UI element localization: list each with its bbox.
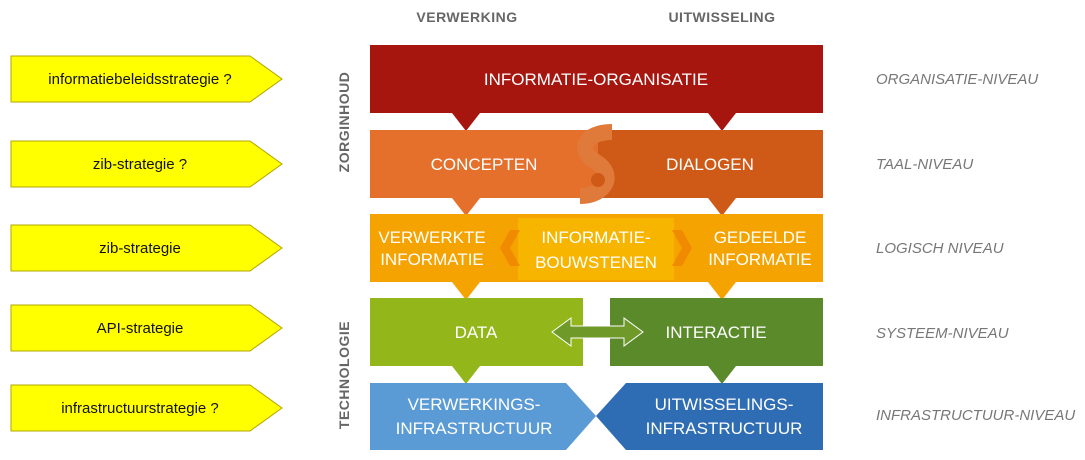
box-data	[370, 298, 583, 366]
arrow-down-organisatie-left	[452, 113, 480, 131]
chevron-left-icon	[500, 230, 520, 266]
arrow-down-verwerkte	[452, 282, 480, 300]
column-header-uitwisseling: UITWISSELING	[668, 9, 775, 25]
arrow-down-interactie	[708, 366, 736, 384]
arrow-down-organisatie-right	[708, 113, 736, 131]
label-informatie-organisatie: INFORMATIE-ORGANISATIE	[484, 70, 708, 89]
arrow-down-dialogen	[708, 198, 736, 216]
strategy-arrow-infrastructuur	[10, 384, 283, 432]
arrow-down-gedeelde	[708, 282, 736, 300]
label-dialogen: DIALOGEN	[666, 155, 754, 174]
box-concepten	[370, 130, 598, 198]
swirl-dot	[591, 173, 605, 187]
label-bouwstenen-2: BOUWSTENEN	[535, 253, 657, 272]
column-header-verwerking: VERWERKING	[416, 9, 517, 25]
arrow-down-concepten	[452, 198, 480, 216]
box-informatie-bouwstenen	[518, 218, 674, 280]
box-uitwisselings-infrastructuur	[596, 383, 823, 450]
level-label-infrastructuur: INFRASTRUCTUUR-NIVEAU	[876, 407, 1075, 424]
level-label-taal: TAAL-NIVEAU	[876, 156, 973, 173]
label-bouwstenen-1: INFORMATIE-	[541, 228, 650, 247]
arrow-down-data	[452, 366, 480, 384]
label-verwerkte-2: INFORMATIE	[380, 250, 484, 269]
label-data: DATA	[455, 323, 498, 342]
strategy-label-api: API-strategie	[97, 320, 184, 337]
label-concepten: CONCEPTEN	[431, 155, 538, 174]
label-verwerkings-2: INFRASTRUCTUUR	[396, 419, 553, 438]
level-label-organisatie: ORGANISATIE-NIVEAU	[876, 71, 1038, 88]
label-verwerkings-1: VERWERKINGS-	[408, 395, 541, 414]
label-gedeelde-1: GEDEELDE	[714, 228, 807, 247]
level-label-logisch: LOGISCH NIVEAU	[876, 240, 1004, 257]
label-uitwisselings-1: UITWISSELINGS-	[655, 395, 794, 414]
box-dialogen	[598, 130, 823, 198]
level-label-systeem: SYSTEEM-NIVEAU	[876, 325, 1009, 342]
swirl-connector	[577, 124, 615, 204]
label-verwerkte-1: VERWERKTE	[378, 228, 485, 247]
chevron-right-icon	[672, 230, 692, 266]
strategy-arrow-zib-question	[10, 140, 283, 188]
box-verwerkings-infrastructuur	[370, 383, 596, 450]
strategy-arrow-zib	[10, 224, 283, 272]
strategy-arrow-informatiebeleid	[10, 55, 283, 103]
strategy-label-informatiebeleid: informatiebeleidsstrategie ?	[48, 71, 231, 88]
side-label-zorginhoud: ZORGINHOUD	[336, 72, 352, 173]
strategy-label-zib-question: zib-strategie ?	[93, 156, 187, 173]
double-arrow-icon	[551, 317, 644, 347]
box-interactie	[610, 298, 823, 366]
strategy-label-infrastructuur: infrastructuurstrategie ?	[61, 400, 219, 417]
strategy-label-zib: zib-strategie	[99, 240, 181, 257]
side-label-technologie: TECHNOLOGIE	[336, 321, 352, 429]
box-informatie-organisatie	[370, 45, 823, 113]
label-gedeelde-2: INFORMATIE	[708, 250, 812, 269]
label-uitwisselings-2: INFRASTRUCTUUR	[646, 419, 803, 438]
label-interactie: INTERACTIE	[665, 323, 766, 342]
strategy-arrow-api	[10, 304, 283, 352]
